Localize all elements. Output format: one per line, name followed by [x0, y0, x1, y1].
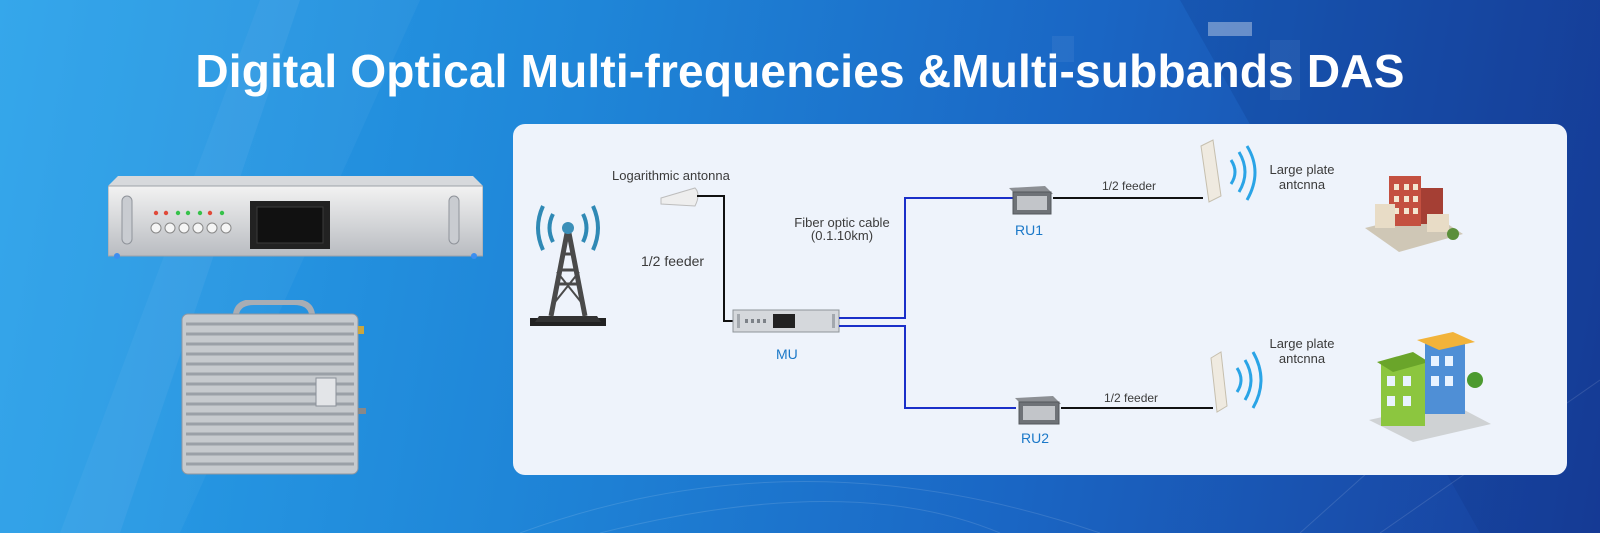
panel-antenna-bottom-icon [1210, 351, 1263, 413]
fiber-cable-to-ru1 [839, 197, 1013, 319]
das-diagram-panel: Logarithmic antonna 1/2 feeder Fiber opt… [513, 124, 1567, 475]
main-feeder-label: 1/2 feeder [641, 253, 705, 269]
ru1-label: RU1 [1015, 222, 1044, 238]
outdoor-unit-image [181, 300, 366, 475]
fiber-cable-to-ru2 [839, 325, 1016, 409]
page-title: Digital Optical Multi-frequencies &Multi… [195, 45, 1405, 97]
log-antenna-label: Logarithmic antonna [612, 168, 730, 183]
ru2-label: RU2 [1021, 430, 1050, 446]
building-top-icon [1365, 176, 1463, 252]
ru2-device-icon [1015, 396, 1061, 425]
mu-device-icon [732, 309, 840, 333]
plate-antenna-top-label-line1: Large plate [1269, 162, 1335, 177]
fiber-cable-label: Fiber optic cable (0.1.10km) [781, 216, 903, 242]
plate-antenna-bottom-label-line1: Large plate [1269, 336, 1335, 351]
logarithmic-antenna-icon [660, 187, 699, 207]
base-station-tower-icon [530, 205, 606, 326]
main-feeder-line [697, 195, 735, 322]
plate-antenna-top-label: Large plate antcnna [1257, 162, 1347, 192]
fiber-cable-label-line1: Fiber optic cable [794, 215, 890, 230]
ru1-feeder-label: 1/2 feeder [1102, 179, 1157, 193]
ru1-device-icon [1009, 186, 1053, 215]
fiber-cable-label-line2: (0.1.10km) [810, 228, 874, 243]
ru2-feeder-label: 1/2 feeder [1104, 391, 1159, 405]
building-bottom-icon [1369, 332, 1491, 442]
das-topology-diagram [530, 139, 1491, 442]
panel-antenna-top-icon [1200, 139, 1257, 203]
mu-label: MU [776, 346, 798, 362]
rack-unit-image [108, 176, 483, 259]
plate-antenna-bottom-label-line2: antcnna [1278, 351, 1326, 366]
plate-antenna-top-label-line2: antcnna [1278, 177, 1326, 192]
plate-antenna-bottom-label: Large plate antcnna [1257, 336, 1347, 366]
